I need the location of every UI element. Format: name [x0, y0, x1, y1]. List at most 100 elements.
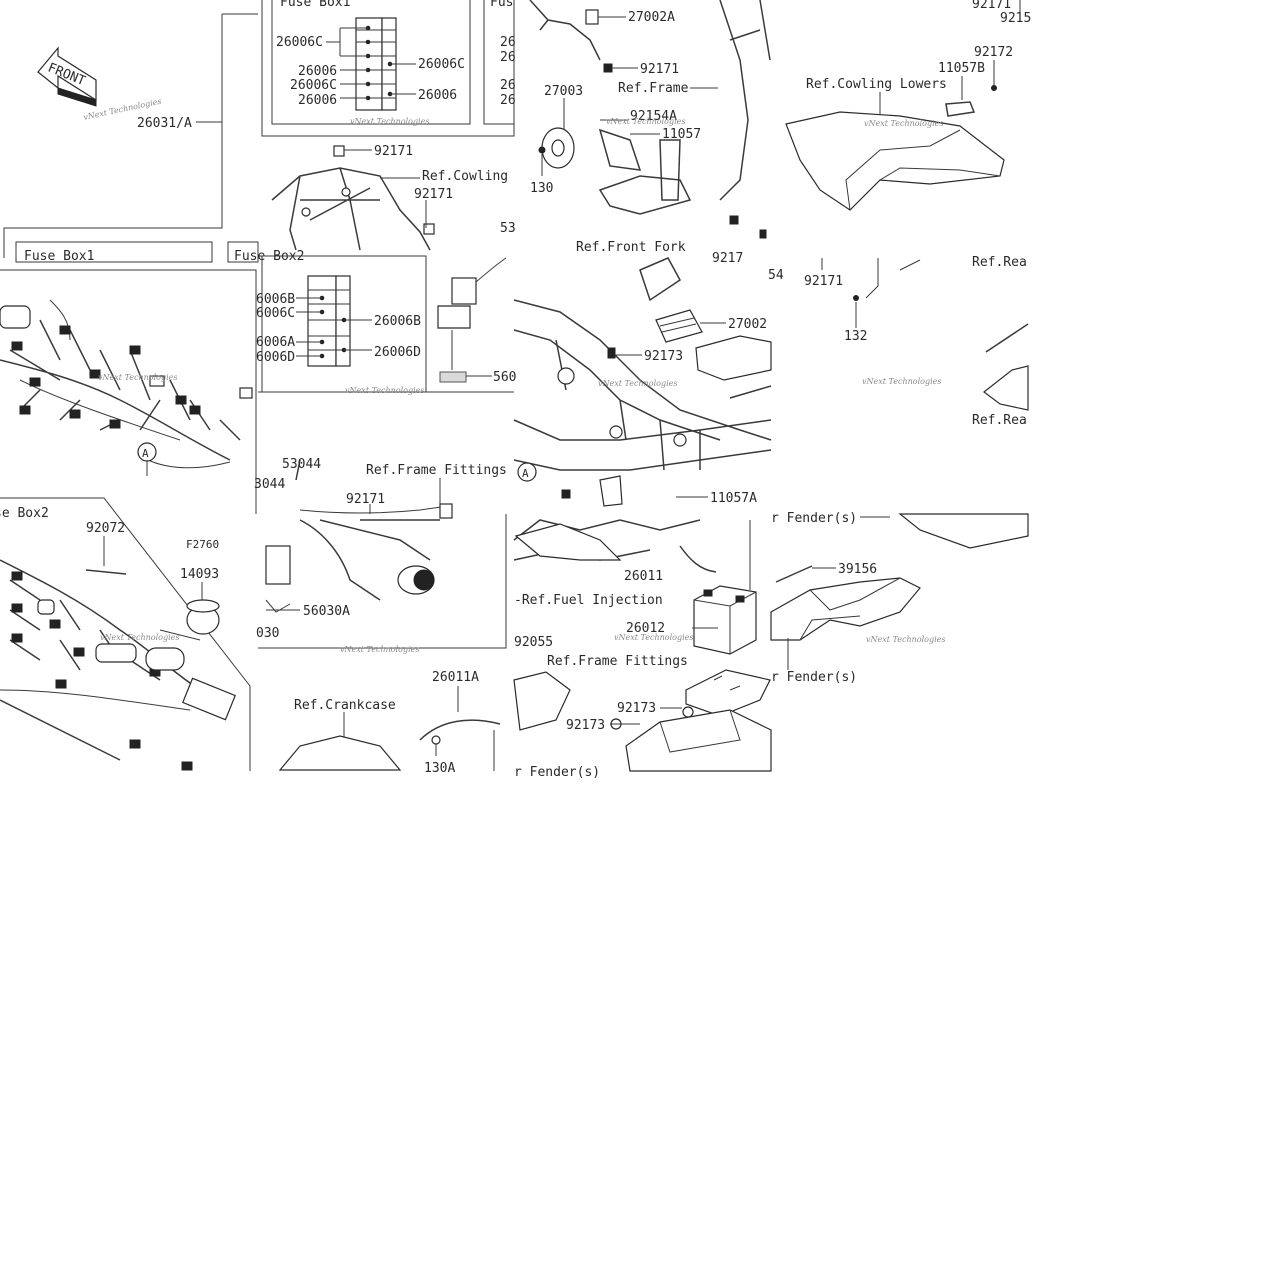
ref-frame-label: Ref.Frame: [618, 81, 689, 96]
part-26-c: 26: [500, 78, 516, 93]
part-26011a: 26011A: [432, 670, 479, 685]
main-harness-wires: [0, 299, 253, 469]
part-39156: 39156: [838, 562, 877, 577]
tile-rear-fender: r Fender(s) 39156 r Fender(s) vNext Tech…: [770, 511, 1029, 685]
marker-a-2: A: [522, 467, 529, 480]
part-130a: 130A: [424, 761, 455, 776]
part-11057a: 11057A: [710, 491, 757, 506]
ref-frame-fittings-a: Ref.Frame Fittings: [366, 463, 507, 478]
part-3044: 3044: [254, 477, 285, 492]
sensor-harness-wires: [265, 503, 453, 613]
part-130: 130: [530, 181, 553, 196]
watermark: vNext Technologies: [866, 635, 945, 644]
ref-frame-fittings-b: Ref.Frame Fittings: [547, 654, 688, 669]
tile-frame-ecu: 27002 92173 54 9217 A 11057A vNext Techn…: [513, 251, 784, 507]
part-26006-b: 26006: [418, 88, 457, 103]
part-92055: 92055: [514, 635, 553, 650]
main-frame: [513, 257, 772, 471]
part-26006c-a: 26006C: [276, 35, 323, 50]
tile-fuse-box2: 6006B 6006C 26006B 6006A 26006D 6006D 56…: [254, 255, 516, 514]
part-9217: 9217: [712, 251, 743, 266]
tile-rear-refs: 92171 Ref.Rea 132 Ref.Rea vNext Technolo…: [804, 255, 1029, 428]
ref-crankcase-label: Ref.Crankcase: [294, 698, 396, 713]
fuse-box1-label-mid: Fuse Box1: [24, 249, 94, 264]
part-26006d: 26006D: [374, 345, 421, 360]
lower-cowl-panel: [785, 101, 1005, 211]
part-26006c-c: 26006C: [290, 78, 337, 93]
part-53044-a: 53044: [282, 457, 321, 472]
marker-a-1: A: [142, 447, 149, 460]
part-26-b: 26: [500, 50, 516, 65]
part-92172: 92172: [974, 45, 1013, 60]
watermark: vNext Technologies: [614, 633, 693, 642]
watermark: vNext Technologies: [98, 373, 177, 382]
tile-battery: -Ref.Fuel Injection 26011 26012 vNext Te…: [513, 519, 772, 780]
ref-rea-b: Ref.Rea: [972, 413, 1027, 428]
part-26011: 26011: [624, 569, 663, 584]
relay-14093: [186, 599, 220, 635]
part-030: 030: [256, 626, 279, 641]
sub-harness-wires: [0, 559, 236, 771]
horn-part: [541, 127, 575, 169]
part-26006-a: 26006: [298, 64, 337, 79]
part-26006b: 26006B: [374, 314, 421, 329]
part-92171-d: 92171: [804, 274, 843, 289]
tile-front-frame: 27002A 92171 Ref.Frame 27003 130 92154A …: [529, 0, 771, 255]
part-27002: 27002: [728, 317, 767, 332]
part-92171-e: 92171: [346, 492, 385, 507]
tile-main-harness: A vNext Technologies: [0, 269, 257, 514]
watermark: vNext Technologies: [598, 379, 677, 388]
part-14093: 14093: [180, 567, 219, 582]
part-92171-top-right: 92171: [972, 0, 1011, 12]
part-26-a: 26: [500, 35, 516, 50]
part-56030a: 56030A: [303, 604, 350, 619]
part-9215: 9215: [1000, 11, 1031, 26]
ref-fuel-injection-label: -Ref.Fuel Injection: [514, 593, 663, 608]
fuse-block-2: [307, 275, 351, 367]
part-92072: 92072: [86, 521, 125, 536]
part-26031a: 26031/A: [137, 116, 192, 131]
tile-sub-harness: se Box2 92072 F2760 14093 vNex: [0, 497, 251, 771]
part-92171-a: 92171: [640, 62, 679, 77]
fuse-box1-label-top: Fuse Box1: [280, 0, 350, 10]
ref-rear-fender-a: r Fender(s): [771, 511, 857, 526]
part-26-d: 26: [500, 93, 516, 108]
part-27002a: 27002A: [628, 10, 675, 25]
part-53: 53: [500, 221, 516, 236]
tile-front-harness: FRONT 26031/A vNext Technologies Fuse Bo…: [3, 13, 258, 264]
part-6006c: 6006C: [256, 306, 295, 321]
tile-sensor-harness: 56030A 030 vNext Technologies Ref.Crankc…: [256, 503, 507, 776]
cowling-stay: [271, 145, 435, 251]
rear-fender-part: [770, 565, 921, 641]
front-arrow-icon: FRONT: [37, 46, 97, 107]
part-92154a: 92154A: [630, 109, 677, 124]
part-54: 54: [768, 268, 784, 283]
part-92171-b: 92171: [374, 144, 413, 159]
part-6006a: 6006A: [256, 335, 295, 350]
part-6006b: 6006B: [256, 292, 295, 307]
part-92171-c: 92171: [414, 187, 453, 202]
ecu-part: [655, 309, 772, 381]
fuse-box2-label-low: se Box2: [0, 506, 49, 521]
battery-part: [693, 585, 757, 655]
fuse-block-1: [355, 17, 397, 111]
fuse-box2-label-top: Fus: [490, 0, 513, 10]
part-92173-c: 92173: [566, 718, 605, 733]
watermark: vNext Technologies: [864, 119, 943, 128]
relay-part: [437, 257, 507, 383]
part-26006-c: 26006: [298, 93, 337, 108]
part-560: 560: [493, 370, 516, 385]
part-132: 132: [844, 329, 867, 344]
watermark: vNext Technologies: [100, 633, 179, 642]
ref-cowling-lowers-label: Ref.Cowling Lowers: [806, 77, 947, 92]
ref-front-fork-label: Ref.Front Fork: [576, 240, 686, 255]
ref-rear-fender-b: r Fender(s): [771, 670, 857, 685]
ref-cowling-label: Ref.Cowling: [422, 169, 508, 184]
watermark: vNext Technologies: [862, 377, 941, 386]
part-92173-a: 92173: [644, 349, 683, 364]
part-11057b: 11057B: [938, 61, 985, 76]
part-92173-b: 92173: [617, 701, 656, 716]
battery-tray: [625, 669, 772, 772]
part-26012: 26012: [626, 621, 665, 636]
part-26006c-b: 26006C: [418, 57, 465, 72]
